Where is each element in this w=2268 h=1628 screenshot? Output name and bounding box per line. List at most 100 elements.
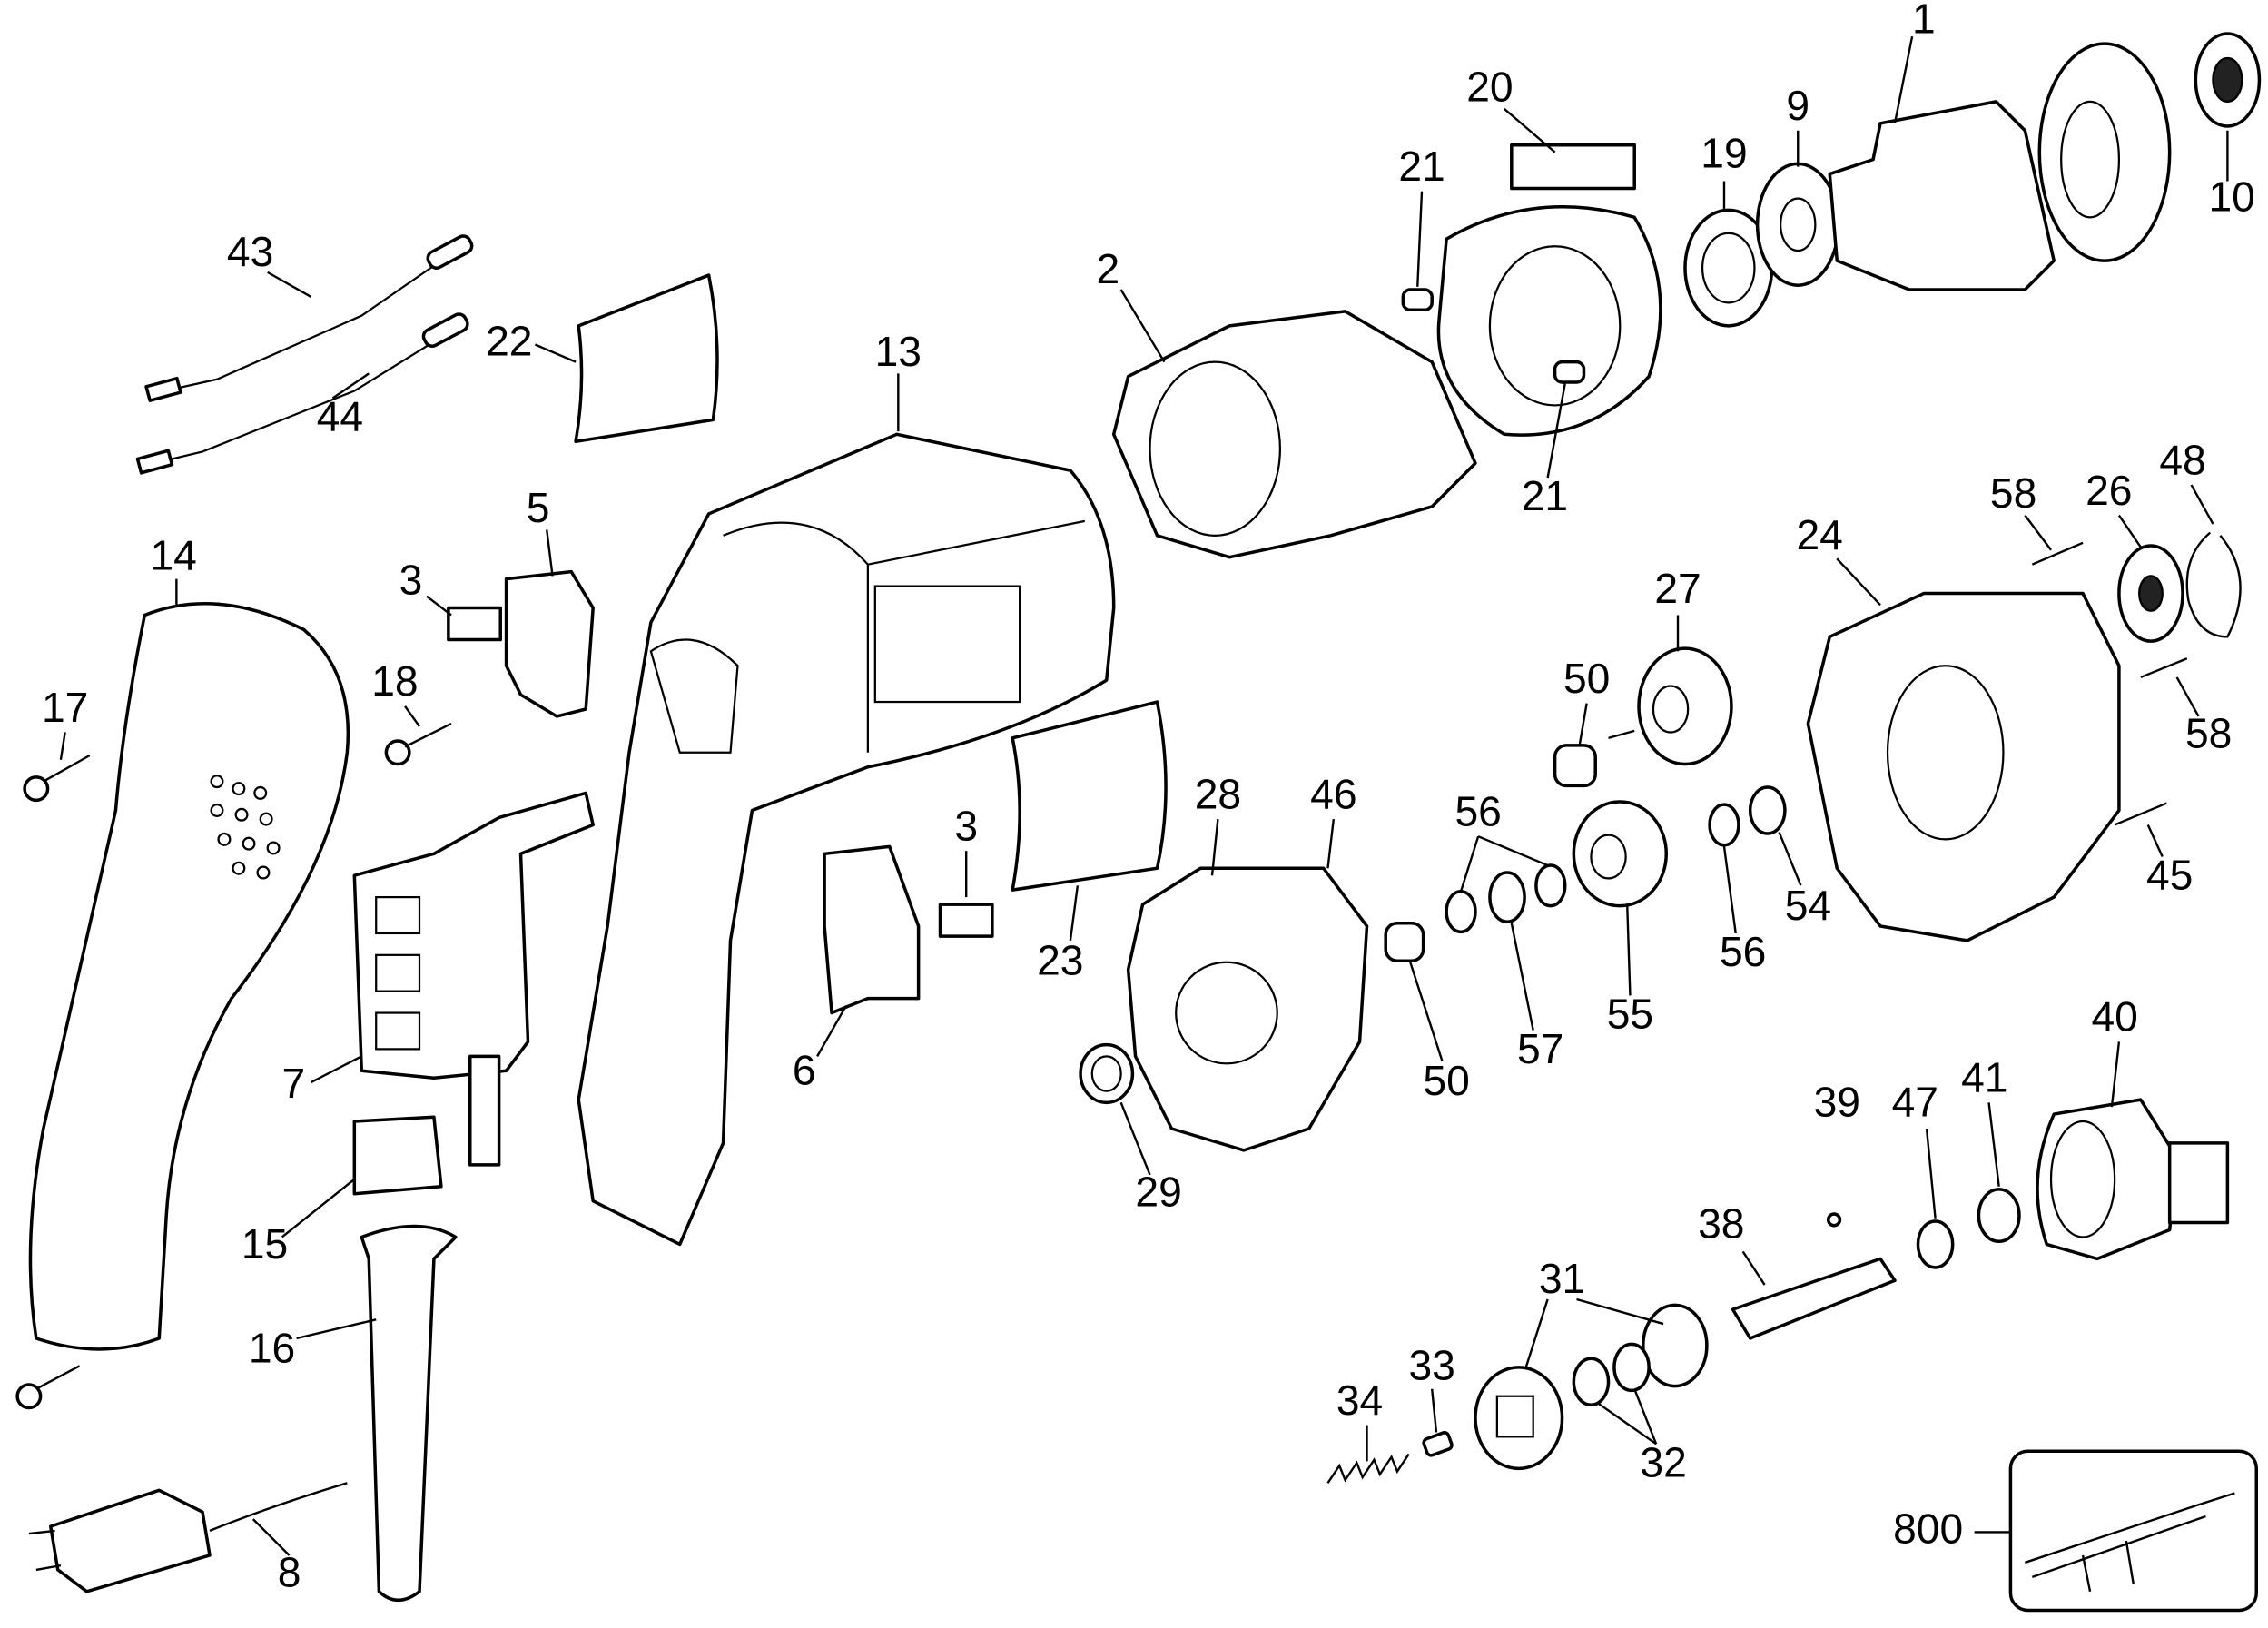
callout: 7 xyxy=(282,1060,306,1107)
callout: 800 xyxy=(1893,1505,1963,1553)
bearing-50b xyxy=(1384,922,1425,962)
gear-27 xyxy=(1608,646,1733,766)
vent-holes xyxy=(210,775,281,880)
callout: 8 xyxy=(278,1548,301,1595)
clamp-15 xyxy=(352,1115,443,1196)
screw-58 xyxy=(2031,541,2084,566)
kit-800 xyxy=(2008,1449,2259,1613)
clutch-31b xyxy=(1474,1366,1564,1471)
brush-3b xyxy=(938,903,994,938)
pin-33 xyxy=(1422,1431,1454,1457)
callout: 21 xyxy=(1398,143,1445,190)
brush-ring-20 xyxy=(1436,205,1662,437)
callout: 13 xyxy=(875,328,922,375)
retaining-ring-48 xyxy=(2185,531,2242,638)
bearing-41 xyxy=(1977,1188,2021,1244)
washer-56b xyxy=(1534,863,1567,908)
cord-protector-16 xyxy=(360,1224,458,1603)
bearing-26 xyxy=(2117,544,2184,643)
callout: 27 xyxy=(1654,565,1701,612)
bearing-54 xyxy=(1748,785,1787,835)
callout: 44 xyxy=(317,393,363,440)
brush-3 xyxy=(447,606,502,642)
handle-14 xyxy=(28,602,350,1351)
ring-32 xyxy=(1572,1357,1611,1407)
callout: 23 xyxy=(1037,937,1083,984)
callout: 26 xyxy=(2086,467,2132,514)
screw-18 xyxy=(384,722,452,766)
callout: 40 xyxy=(2091,993,2137,1041)
bearing-50 xyxy=(1553,744,1597,788)
callout: 24 xyxy=(1796,511,1842,558)
ring-32b xyxy=(1612,1342,1651,1393)
label-sheet-23 xyxy=(1011,700,1168,892)
callout: 29 xyxy=(1135,1168,1181,1215)
lead-wire-44 xyxy=(135,312,469,475)
callout: 45 xyxy=(2146,852,2193,899)
callout: 5 xyxy=(527,484,550,531)
spring-34 xyxy=(1326,1453,1410,1484)
screw-58b xyxy=(2140,657,2188,679)
callout: 34 xyxy=(1336,1376,1383,1424)
screw-45 xyxy=(2114,802,2167,826)
callout: 50 xyxy=(1563,655,1610,702)
callout: 39 xyxy=(1814,1079,1860,1126)
callout: 3 xyxy=(399,557,423,604)
collar-47 xyxy=(1916,1219,1955,1269)
callout: 38 xyxy=(1698,1200,1744,1248)
callout: 58 xyxy=(2185,709,2232,756)
callout: 31 xyxy=(1539,1255,1585,1302)
callout: 21 xyxy=(1522,472,1568,519)
callout: 43 xyxy=(227,228,273,275)
lead-wire-43 xyxy=(144,234,474,402)
bearing-10 xyxy=(2194,32,2262,128)
switch-7 xyxy=(352,791,595,1080)
callout: 41 xyxy=(1961,1054,2007,1101)
field-stator-2 xyxy=(1111,310,1477,559)
brush-holder-5 xyxy=(504,569,595,718)
callout: 46 xyxy=(1310,770,1356,817)
callout: 47 xyxy=(1892,1079,1938,1126)
label-sheet-22 xyxy=(574,273,719,444)
nosepiece-40 xyxy=(2036,1098,2230,1261)
washer-56 xyxy=(1445,889,1477,934)
callout: 9 xyxy=(1786,82,1809,129)
washer-29 xyxy=(1079,1042,1135,1105)
end-plate-28 xyxy=(1126,866,1369,1152)
brush-holder-6 xyxy=(823,844,921,1015)
gear-case-24 xyxy=(1806,591,2121,942)
washer-57 xyxy=(1488,871,1526,923)
bearing-9 xyxy=(1755,162,1840,287)
screw-17 xyxy=(23,754,91,803)
callout: 22 xyxy=(486,318,532,365)
power-cord-8 xyxy=(28,1482,348,1593)
callout: 56 xyxy=(1454,787,1501,834)
callout: 14 xyxy=(150,532,196,579)
callout: 15 xyxy=(242,1220,288,1268)
ball-39 xyxy=(1826,1212,1842,1228)
housing-13 xyxy=(577,432,1116,1247)
callout: 20 xyxy=(1466,63,1513,110)
pin-21 xyxy=(1401,288,1434,312)
washer-56c xyxy=(1708,803,1740,847)
callout: 19 xyxy=(1701,130,1747,177)
gear-55 xyxy=(1572,800,1669,908)
callout-labels: 1 9 10 19 20 21 21 2 43 44 22 13 5 3 14 … xyxy=(42,0,2255,1595)
callout: 32 xyxy=(1640,1438,1686,1485)
callout: 48 xyxy=(2159,436,2205,483)
callout: 54 xyxy=(1785,882,1831,929)
leader-lines xyxy=(59,35,2229,1556)
callout: 17 xyxy=(42,684,88,731)
callout: 50 xyxy=(1423,1057,1469,1104)
pin-21b xyxy=(1553,360,1586,384)
screw-bottom xyxy=(15,1365,81,1410)
callout: 18 xyxy=(371,657,418,705)
callout: 1 xyxy=(1912,0,1936,42)
armature-1 xyxy=(1828,42,2172,291)
callout: 58 xyxy=(1990,469,2036,517)
callout: 3 xyxy=(954,802,978,849)
callout: 33 xyxy=(1408,1342,1454,1389)
spindle-38 xyxy=(1731,1257,1897,1340)
callout: 57 xyxy=(1517,1025,1563,1072)
